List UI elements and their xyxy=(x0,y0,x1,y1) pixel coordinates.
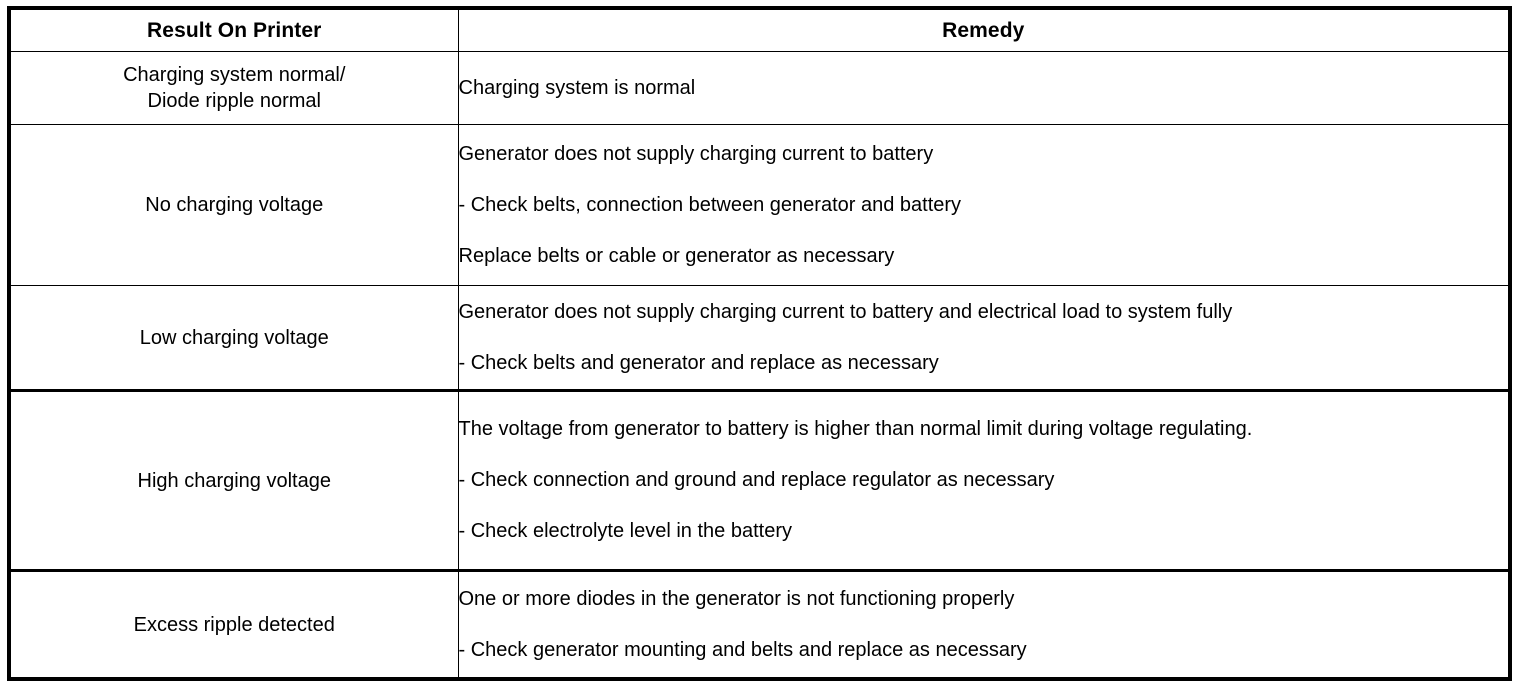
table-row: No charging voltage Generator does not s… xyxy=(8,124,1511,286)
remedy-cell-low-charging-voltage: Generator does not supply charging curre… xyxy=(457,285,1511,391)
result-text-line: Charging system normal/ xyxy=(123,64,346,86)
table-header: Result On Printer Remedy xyxy=(8,7,1511,52)
table-header-row: Result On Printer Remedy xyxy=(8,7,1511,52)
result-text-line: No charging voltage xyxy=(145,194,324,216)
remedy-text-line: - Check belts, connection between genera… xyxy=(458,193,962,216)
result-text-line: Low charging voltage xyxy=(139,326,329,349)
result-text-line: High charging voltage xyxy=(137,469,331,492)
remedy-cell-high-charging-voltage: The voltage from generator to battery is… xyxy=(457,389,1511,571)
result-cell-charging-system-normal: Charging system normal/ Diode ripple nor… xyxy=(8,51,459,125)
column-header-result-on-printer: Result On Printer xyxy=(8,7,459,52)
table-row: Excess ripple detected One or more diode… xyxy=(8,569,1511,680)
remedy-text-line: - Check generator mounting and belts and… xyxy=(458,638,1027,661)
remedy-text-line: - Check belts and generator and replace … xyxy=(458,351,939,374)
remedy-text-line: Generator does not supply charging curre… xyxy=(458,142,934,165)
remedy-cell-charging-system-normal: Charging system is normal xyxy=(457,51,1511,125)
remedy-cell-excess-ripple-detected: One or more diodes in the generator is n… xyxy=(457,569,1511,680)
result-cell-high-charging-voltage: High charging voltage xyxy=(8,389,459,571)
table-row: High charging voltage The voltage from g… xyxy=(8,389,1511,571)
remedy-text-line: - Check electrolyte level in the battery xyxy=(458,520,793,542)
result-cell-excess-ripple-detected: Excess ripple detected xyxy=(8,569,459,680)
remedy-text-line: - Check connection and ground and replac… xyxy=(458,469,1055,491)
table-row: Charging system normal/ Diode ripple nor… xyxy=(8,51,1511,125)
remedy-text-line: One or more diodes in the generator is n… xyxy=(458,587,1015,610)
result-cell-no-charging-voltage: No charging voltage xyxy=(8,124,459,286)
result-text-line: Diode ripple normal xyxy=(147,90,321,112)
remedy-text-line: Charging system is normal xyxy=(458,76,696,99)
remedy-text-line: The voltage from generator to battery is… xyxy=(458,418,1253,440)
table-body: Charging system normal/ Diode ripple nor… xyxy=(8,51,1511,680)
result-cell-low-charging-voltage: Low charging voltage xyxy=(8,285,459,391)
column-header-remedy: Remedy xyxy=(457,7,1511,52)
charging-system-diagnosis-table: Result On Printer Remedy Charging system… xyxy=(7,6,1512,681)
result-text-line: Excess ripple detected xyxy=(133,613,335,636)
table-row: Low charging voltage Generator does not … xyxy=(8,285,1511,391)
remedy-text-line: Replace belts or cable or generator as n… xyxy=(458,244,895,267)
remedy-text-line: Generator does not supply charging curre… xyxy=(458,300,1233,323)
remedy-cell-no-charging-voltage: Generator does not supply charging curre… xyxy=(457,124,1511,286)
